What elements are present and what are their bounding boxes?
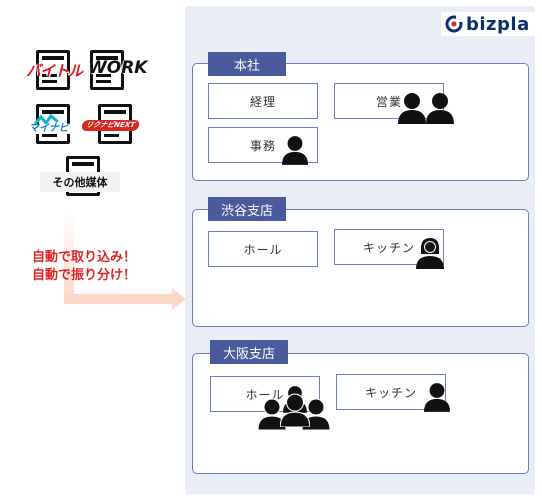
flow-arrow-vertical bbox=[64, 212, 74, 304]
dept-eigyo: 営業 bbox=[334, 83, 444, 119]
branch-tab-osaka: 大阪支店 bbox=[210, 340, 288, 364]
branch-shibuya bbox=[192, 209, 529, 327]
media-baitoru: バイトル bbox=[26, 50, 83, 94]
auto-import-text: 自動で取り込み！ bbox=[32, 250, 137, 265]
other-media-label: その他媒体 bbox=[40, 172, 120, 192]
person-woman-icon bbox=[416, 238, 444, 269]
media-mynavi: マイナビ bbox=[28, 104, 78, 148]
person-icon bbox=[398, 93, 426, 124]
media-rikunabi: リクナビNEXT bbox=[80, 104, 140, 148]
person-icon bbox=[280, 393, 310, 427]
person-icon bbox=[424, 383, 450, 412]
bizpla-logo-text: bizpla bbox=[466, 13, 530, 35]
baitoru-logo: バイトル bbox=[26, 62, 83, 80]
anwork-logo: WORK bbox=[88, 58, 148, 78]
mynavi-logo: マイナビ bbox=[28, 123, 70, 134]
person-icon bbox=[426, 93, 454, 124]
dept-keiri: 経理 bbox=[208, 83, 318, 119]
newspaper-icon bbox=[90, 50, 124, 90]
mynavi-wave-icon bbox=[34, 114, 59, 126]
auto-sort-text: 自動で振り分け！ bbox=[32, 268, 137, 283]
branch-tab-honsha: 本社 bbox=[208, 52, 286, 76]
flow-arrow-head bbox=[172, 288, 186, 310]
branch-osaka bbox=[192, 353, 529, 474]
branch-honsha bbox=[192, 63, 529, 181]
dept-shibuya-hall: ホール bbox=[208, 231, 318, 267]
bizpla-logo: bizpla bbox=[441, 12, 536, 36]
flow-arrow-horizontal bbox=[64, 294, 174, 304]
branch-tab-shibuya: 渋谷支店 bbox=[208, 197, 286, 221]
person-icon bbox=[282, 136, 308, 165]
media-anwork: WORK bbox=[84, 50, 147, 94]
rikunabi-logo: リクナビNEXT bbox=[80, 120, 140, 131]
newspaper-icon bbox=[36, 50, 70, 90]
bizpla-mark-icon bbox=[445, 15, 463, 33]
